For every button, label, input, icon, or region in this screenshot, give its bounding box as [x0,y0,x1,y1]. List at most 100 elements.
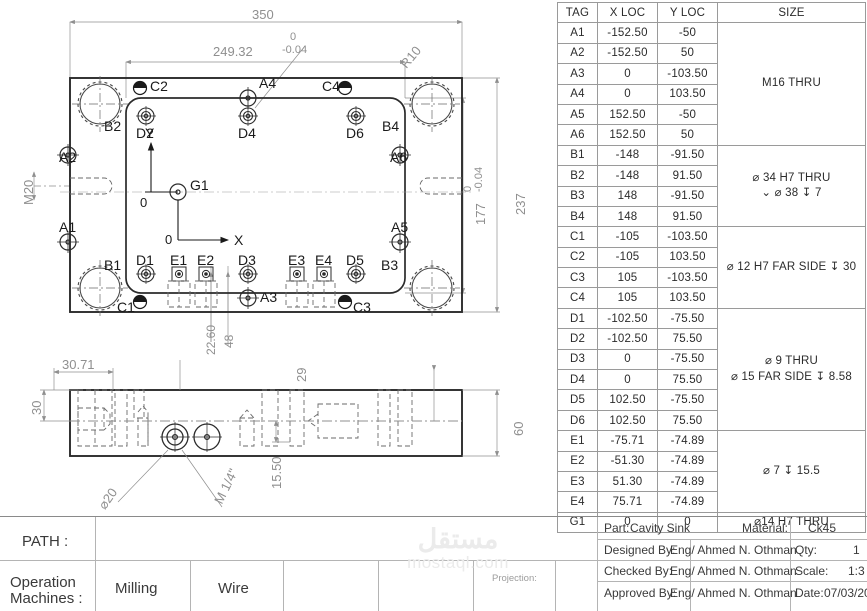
cell-x: -105 [597,226,658,248]
cell-tag: D1 [557,307,598,330]
operation-machines-label-line1: Operation [10,574,76,591]
cell-x: 102.50 [597,409,658,432]
tb-divider-h1 [0,560,597,561]
material-value[interactable]: Ck45 [808,521,837,535]
top-view-holes [57,76,472,316]
tag-label-e2: E2 [197,252,215,268]
cell-y: 75.50 [657,369,718,391]
approved-by-value[interactable]: Eng/ Ahmed N. Othman [670,586,797,600]
cell-tag: B4 [557,205,598,228]
dim-inner-width-value: 249.32 [213,44,253,59]
cell-y: 50 [657,124,718,146]
path-label: PATH : [22,533,69,550]
cell-x: 51.30 [597,470,658,493]
dim-height-30: 30 [29,400,44,415]
cell-tag: A6 [557,124,598,146]
checked-by-value[interactable]: Eng/ Ahmed N. Othman [670,564,797,578]
tb-divider-v2 [190,560,191,611]
tb-divider-v7 [597,517,598,611]
table-row: C1 -105 -103.50 ⌀ 12 H7 FAR SIDE ↧ 30 [557,226,866,309]
size-line-2: ⌀ 15 FAR SIDE ↧ 8.58 [731,370,852,383]
scale-label: Scale: [795,564,829,578]
dim-inner-width-tol-upper: 0 [290,31,297,43]
cell-y: -103.50 [657,267,718,289]
cell-x: 152.50 [597,124,658,146]
tag-label-d3: D3 [238,252,256,268]
col-header-y-loc: Y LOC [657,1,718,24]
cell-y: -91.50 [657,185,718,207]
tb-divider-v1 [95,517,96,611]
checked-by-label: Checked By: [604,564,673,578]
cell-x: -51.30 [597,450,658,472]
cell-x: -75.71 [597,430,658,452]
tag-label-c3: C3 [353,299,371,315]
tb-divider-h-checked [597,581,867,582]
operation-value-milling[interactable]: Milling [115,580,158,597]
tag-label-d4: D4 [238,125,256,141]
table-row: C4 105 103.50 [557,287,866,309]
tag-label-b1: B1 [104,257,122,273]
cell-size-group-c: ⌀ 12 H7 FAR SIDE ↧ 30 [717,226,866,309]
cell-tag: A4 [557,83,598,105]
axis-origin-y: 0 [140,195,148,210]
table-row: A5 152.50 -50 [557,103,866,126]
cell-y: -50 [657,22,718,44]
cell-x: -152.50 [597,42,658,65]
table-row: D2 -102.50 75.50 [557,328,866,350]
cell-tag: E2 [557,450,598,472]
operation-value-wire[interactable]: Wire [218,580,249,597]
cell-tag: D6 [557,409,598,432]
cell-tag: A2 [557,42,598,65]
cell-x: 148 [597,185,658,207]
cell-x: -105 [597,246,658,269]
cell-x: 0 [597,63,658,85]
table-row: E1 -75.71 -74.89 ⌀ 7 ↧ 15.5 [557,430,866,513]
front-view [69,389,463,508]
table-row: B4 148 91.50 [557,205,866,228]
cell-tag: A5 [557,103,598,126]
table-row: E4 75.71 -74.89 [557,491,866,513]
col-header-x-loc: X LOC [597,1,658,24]
cell-y: -74.89 [657,470,718,493]
cell-y: 103.50 [657,287,718,309]
table-row: D4 0 75.50 [557,369,866,391]
cell-tag: C2 [557,246,598,269]
qty-value[interactable]: 1 [853,543,860,557]
cell-tag: A1 [557,22,598,44]
hole-coordinate-table: TAG X LOC Y LOC SIZE A1 -152.50 -50 M16 … [557,1,866,534]
tag-label-c2: C2 [150,78,168,94]
tb-divider-h-part [597,539,867,540]
axis-label-x: X [234,232,244,248]
tag-label-d6: D6 [346,125,364,141]
cell-x: 102.50 [597,389,658,411]
date-label: Date: [795,586,824,600]
tag-label-e1: E1 [170,252,188,268]
dim-inner-width-tol-lower: -0.04 [282,44,308,56]
part-value[interactable]: Cavity Sink [630,521,691,535]
cell-tag: G1 [557,511,598,534]
tb-divider-v9 [790,517,791,539]
table-row: B1 -148 -91.50 ⌀ 34 H7 THRU ⌄ ⌀ 38 ↧ 7 [557,144,866,228]
origin-axes [145,141,230,244]
cell-tag: D3 [557,348,598,371]
table-row: G1 0 0 ⌀14 H7 THRU [557,511,866,534]
cell-x: -148 [597,165,658,187]
cell-tag: C1 [557,226,598,248]
designed-by-value[interactable]: Eng/ Ahmed N. Othman [670,543,797,557]
cell-y: -75.50 [657,389,718,411]
cell-x: 0 [597,348,658,371]
scale-value[interactable]: 1:3 [848,564,865,578]
dim-slot-22-60: 22.60 [204,324,218,355]
date-value[interactable]: 07/03/202 [824,586,867,600]
dim-height-29: 29 [294,367,309,382]
cell-x: 148 [597,205,658,228]
tag-label-b4: B4 [382,118,400,134]
table-row: C3 105 -103.50 [557,267,866,289]
qty-label: Qty: [795,543,818,557]
table-row: E3 51.30 -74.89 [557,470,866,493]
tb-divider-v8 [690,539,691,611]
tag-label-a5: A5 [391,219,409,235]
table-header-row: TAG X LOC Y LOC SIZE [557,1,866,24]
cell-y: 91.50 [657,165,718,187]
